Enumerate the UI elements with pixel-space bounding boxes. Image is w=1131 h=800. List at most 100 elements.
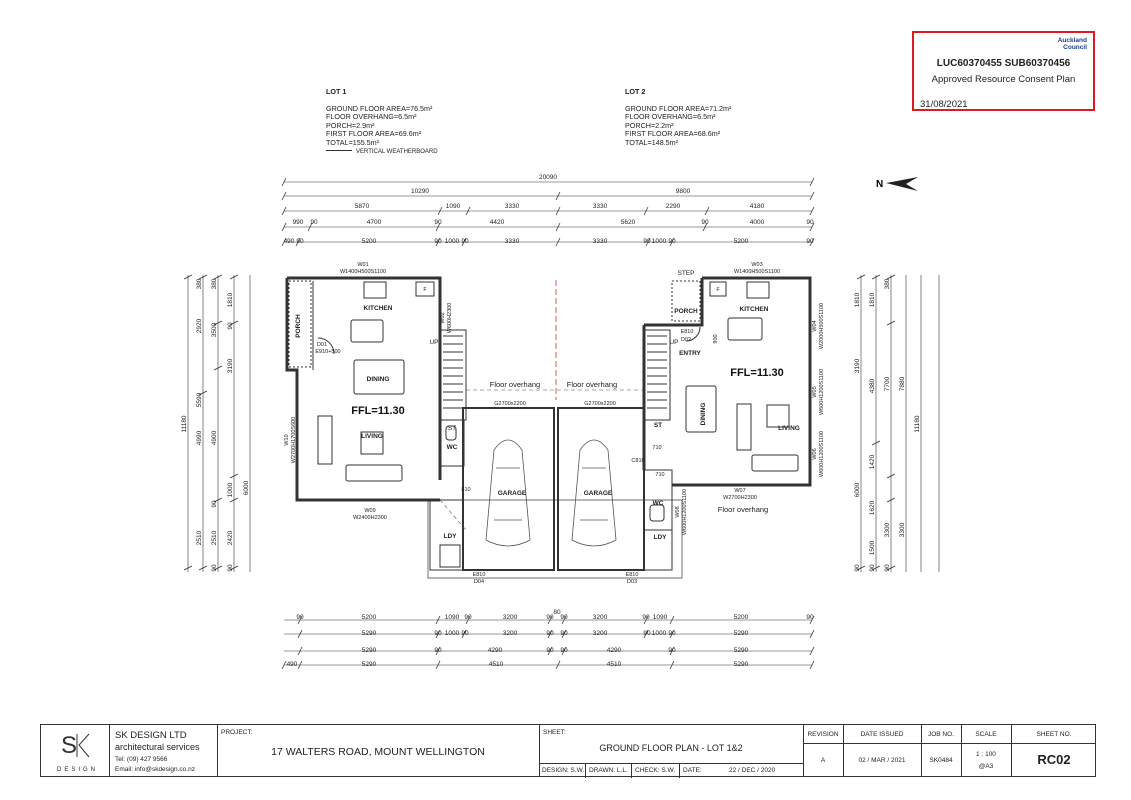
dim-label: 5290 <box>734 630 749 637</box>
dim-label: 90 <box>546 614 554 621</box>
lot2-line: FIRST FLOOR AREA=68.6m² <box>625 129 721 139</box>
dimension-ticks <box>183 177 896 670</box>
dim-label: 5290 <box>734 661 749 668</box>
overhang-label-2: Floor overhang <box>567 380 617 389</box>
tag-w03: W03 <box>751 262 762 268</box>
dim-label: 90 <box>461 630 469 637</box>
bottom-dimension-labels: 90 5200 1090 90 3200 90 80 90 3200 90 10… <box>287 609 814 668</box>
storage-1-label: ST <box>448 425 456 432</box>
misc-labels: STEP UP UP ST <box>429 270 694 432</box>
right-dimension-labels: 11180 7880 7700 4380 3190 1810 1810 6000… <box>854 278 921 571</box>
tag-710-2: 710 <box>655 472 664 478</box>
auckland-council-logo: Auckland Council <box>1058 37 1087 51</box>
dim-label: 5590 <box>196 392 203 407</box>
dim-label: 90 <box>806 219 814 226</box>
dim-label: 3200 <box>593 630 608 637</box>
dim-label: 90 <box>546 647 554 654</box>
stair-up-2: UP <box>669 339 678 346</box>
room-garage-2: GARAGE <box>584 490 613 497</box>
dim-label: 3200 <box>593 614 608 621</box>
dim-label: 3300 <box>899 522 906 537</box>
north-arrow-icon: N <box>876 177 918 191</box>
dim-label: 1000 <box>227 482 234 497</box>
floor-levels: FFL=11.30 FFL=11.30 <box>351 367 784 417</box>
dim-label: 90 <box>434 238 442 245</box>
dim-label: 90 <box>461 238 469 245</box>
tag-810: 810 <box>461 487 470 493</box>
dim-label: 990 <box>293 219 304 226</box>
tag-w08-size: W600H1200S1100 <box>682 489 688 535</box>
lot1-line: PORCH=2.9m² <box>326 120 375 130</box>
firm-tel: Tel: (09) 427 9566 <box>115 756 168 763</box>
dim-label: 90 <box>211 500 218 508</box>
room-entry-2: ENTRY <box>679 350 701 357</box>
dim-label: 3200 <box>503 630 518 637</box>
dim-label: 3330 <box>593 203 608 210</box>
dim-label: 11180 <box>914 415 921 432</box>
dim-label: 2290 <box>666 203 681 210</box>
firm-name: SK DESIGN LTD <box>115 730 187 741</box>
lot2-interior <box>643 280 799 571</box>
lot2-walls <box>642 276 812 487</box>
dim-label: 90 <box>560 647 568 654</box>
tag-710-1: 710 <box>652 445 661 451</box>
dim-label: 90 <box>643 630 651 637</box>
dim-label: 90 <box>869 564 876 572</box>
dim-label: 2920 <box>196 318 203 333</box>
ffl-lot2: FFL=11.30 <box>730 367 784 379</box>
project-name: 17 WALTERS ROAD, MOUNT WELLINGTON <box>271 746 485 758</box>
left-dimension-labels: 11180 4990 5590 2920 3500 1810 380 90 31… <box>181 278 250 571</box>
tag-d03: D03 <box>627 579 637 585</box>
tag-w02-size: W600H2300 <box>447 303 453 334</box>
scale-value: 1 : 100 <box>976 751 996 758</box>
revision-header: REVISION <box>807 731 839 738</box>
tag-w03-size: W1400H500S1100 <box>734 269 780 275</box>
dim-label: 1620 <box>869 500 876 515</box>
room-garage-1: GARAGE <box>498 490 527 497</box>
dim-label: 4510 <box>489 661 504 668</box>
dim-label: 1000 <box>445 630 460 637</box>
dim-label: 90 <box>854 564 861 572</box>
dim-label: 7700 <box>884 376 891 391</box>
lot2-line: PORCH=2.2m² <box>625 120 674 130</box>
dim-label: 5290 <box>362 647 377 654</box>
dim-label: 1810 <box>227 292 234 307</box>
dim-label: 3190 <box>227 358 234 373</box>
dim-label: 2510 <box>196 530 203 545</box>
dim-label: 3500 <box>211 322 218 337</box>
dim-label: 1090 <box>445 614 460 621</box>
dim-label: 4900 <box>211 430 218 445</box>
dim-label: 90 <box>434 630 442 637</box>
ffl-lot1: FFL=11.30 <box>351 405 405 417</box>
room-living-1: LIVING <box>361 433 383 440</box>
checked-by: CHECK: S.W. <box>635 767 676 774</box>
job-no-header: JOB NO. <box>927 731 954 738</box>
dim-label: 5200 <box>362 238 377 245</box>
room-porch-2: PORCH <box>674 308 698 315</box>
tag-d01: D01 <box>317 342 327 348</box>
dim-label: 90 <box>310 219 318 226</box>
dim-label: 4000 <box>750 219 765 226</box>
lot2-line: GROUND FLOOR AREA=71.2m² <box>625 103 732 113</box>
tag-w09-size: W2400H2300 <box>353 515 387 521</box>
room-porch-1: PORCH <box>295 314 302 338</box>
lot1-line: GROUND FLOOR AREA=76.5m² <box>326 103 433 113</box>
drawing-date: 22 / DEC / 2020 <box>729 767 776 774</box>
lot1-line: FIRST FLOOR AREA=69.6m² <box>326 129 422 139</box>
dim-label: 90 <box>464 614 472 621</box>
revision-value: A <box>820 757 826 764</box>
dim-label: 4290 <box>488 647 503 654</box>
consent-stamp: Auckland Council LUC60370455 SUB60370456… <box>912 31 1095 111</box>
date-issued-header: DATE ISSUED <box>860 731 904 738</box>
dim-label: 5200 <box>734 238 749 245</box>
dim-label: 4290 <box>607 647 622 654</box>
dim-label: 2510 <box>211 530 218 545</box>
sheet-no-header: SHEET NO. <box>1036 731 1072 738</box>
dim-label: 1000 <box>652 630 667 637</box>
sk-logo-icon: S <box>59 731 93 759</box>
legend-weatherboard: VERTICAL WEATHERBOARD <box>326 148 438 157</box>
dim-label: 90 <box>434 647 442 654</box>
room-kitchen-2: KITCHEN <box>740 306 769 313</box>
dim-label: 90 <box>668 630 676 637</box>
dim-label: 5200 <box>362 614 377 621</box>
